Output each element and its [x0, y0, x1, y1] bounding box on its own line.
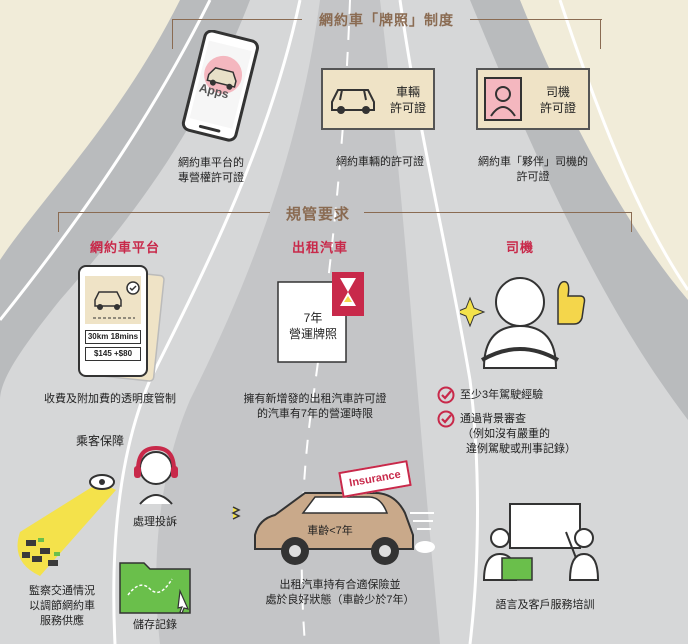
section1-bracket-left: [172, 19, 302, 20]
vehicle-card-label-line2: 許可證: [389, 101, 426, 115]
fare-phone-distance-time: 30km 18mins: [85, 330, 141, 344]
complaint-caption: 處理投訴: [133, 516, 177, 528]
section1-bracket-right-tick: [600, 19, 601, 49]
car-age-label: 車齡<7年: [307, 525, 353, 537]
section2-title: 規管要求: [285, 206, 350, 223]
monitoring-caption-line3: 服務供應: [40, 615, 84, 627]
taxi-requirement-caption-line2: 的汽車有7年的營運時限: [256, 408, 374, 420]
check-icon: [437, 410, 455, 428]
car-icon: [331, 89, 375, 114]
taxi-requirement-caption-line1: 擁有新增發的出租汽車許可證: [243, 393, 387, 405]
driver-portrait-icon: [484, 77, 522, 121]
vehicle-license-caption: 網約車輛的許可證: [336, 156, 424, 168]
driver-check-1: 至少3年駕駛經驗: [460, 389, 544, 401]
driver-thumbs-up-illustration: [460, 277, 586, 369]
vehicle-card-label-line1: 車輛: [395, 85, 420, 99]
driver-license-caption-line2: 許可證: [516, 171, 550, 183]
doc-label-line2: 營運牌照: [288, 327, 337, 341]
fare-phone-time: 18mins: [110, 332, 139, 341]
section2-bracket-right-tick: [631, 212, 632, 232]
column-title-platform: 網約車平台: [89, 240, 160, 255]
records-caption: 儲存記錄: [133, 619, 177, 631]
section2-bracket-right: [364, 212, 632, 213]
insurance-caption-line2: 處於良好狀態（車齡少於7年）: [265, 594, 415, 606]
column-title-driver: 司機: [505, 240, 534, 255]
doc-label-line1: 7年: [303, 311, 323, 325]
section2-bracket-left: [58, 212, 270, 213]
platform-license-caption-line2: 專營權許可證: [178, 172, 244, 184]
fare-phone-extra: +$80: [114, 349, 133, 358]
section1-bracket-left-tick: [172, 19, 173, 49]
fare-phone-fare: $145: [93, 349, 112, 358]
platform-phone-illustration: [181, 30, 259, 142]
driver-check-2-line1: 通過背景審查: [460, 413, 526, 425]
check-icon: [437, 386, 455, 404]
driver-card-label-line2: 許可證: [539, 101, 576, 115]
column-title-taxi: 出租汽車: [291, 240, 348, 255]
driver-card-label-line1: 司機: [545, 85, 570, 99]
driver-check-2-line2: （例如沒有嚴重的: [462, 428, 550, 440]
monitoring-caption-line2: 以調節網約車: [29, 600, 95, 612]
platform-requirement-caption: 收費及附加費的透明度管制: [44, 393, 176, 405]
training-presentation-illustration: [482, 503, 600, 581]
passenger-protection-title: 乘客保障: [75, 434, 124, 448]
fare-phone-distance: 30km: [87, 332, 109, 341]
operating-license-document: [277, 272, 364, 363]
monitoring-caption-line1: 監察交通情況: [29, 585, 95, 597]
records-folder-icon: [119, 562, 191, 614]
insurance-caption-line1: 出租汽車持有合適保險並: [279, 579, 401, 591]
section2-bracket-left-tick: [58, 212, 59, 232]
section1-title: 網約車「牌照」制度: [319, 12, 454, 28]
traffic-monitoring-illustration: [17, 474, 116, 576]
headset-agent-icon: [134, 445, 178, 505]
driver-check-2-line3: 違例駕駛或刑事記錄）: [466, 443, 576, 455]
section1-bracket-right: [470, 19, 602, 20]
fare-phone-prices: $145 +$80: [85, 347, 141, 361]
training-caption: 語言及客戶服務培訓: [495, 599, 595, 611]
fare-phone-illustration: [78, 265, 165, 382]
platform-license-caption-line1: 網約車平台的: [178, 157, 244, 169]
driver-license-caption-line1: 網約車「夥伴」司機的: [478, 156, 588, 168]
insured-taxi-illustration: [231, 492, 435, 565]
